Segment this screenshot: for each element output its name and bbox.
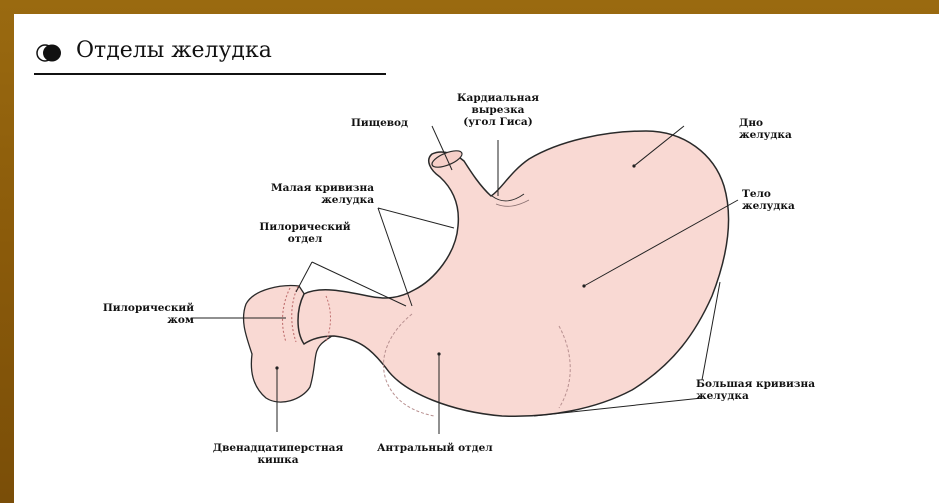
stomach-diagram (14, 14, 939, 503)
label-cardiac-notch: Кардиальная вырезка (угол Гиса) (444, 92, 552, 128)
label-pyloric-sphincter: Пилорический жом (44, 302, 194, 326)
label-esophagus: Пищевод (351, 117, 408, 129)
leader-lesser-curvature-a (378, 208, 454, 228)
label-pyloric-part: Пилорический отдел (242, 221, 368, 245)
stomach-shape (298, 131, 728, 416)
leader-lesser-curvature-b (378, 208, 412, 306)
label-greater-curvature: Большая кривизна желудка (696, 378, 815, 402)
leader-pyloric-part-a (296, 262, 312, 292)
label-antrum: Антральный отдел (377, 442, 493, 454)
label-duodenum: Двенадцатиперстная кишка (188, 442, 368, 466)
label-fundus: Дно желудка (739, 117, 792, 141)
label-lesser-curvature: Малая кривизна желудка (232, 182, 374, 206)
label-body: Тело желудка (742, 188, 795, 212)
slide: Отделы желудка (14, 14, 939, 503)
